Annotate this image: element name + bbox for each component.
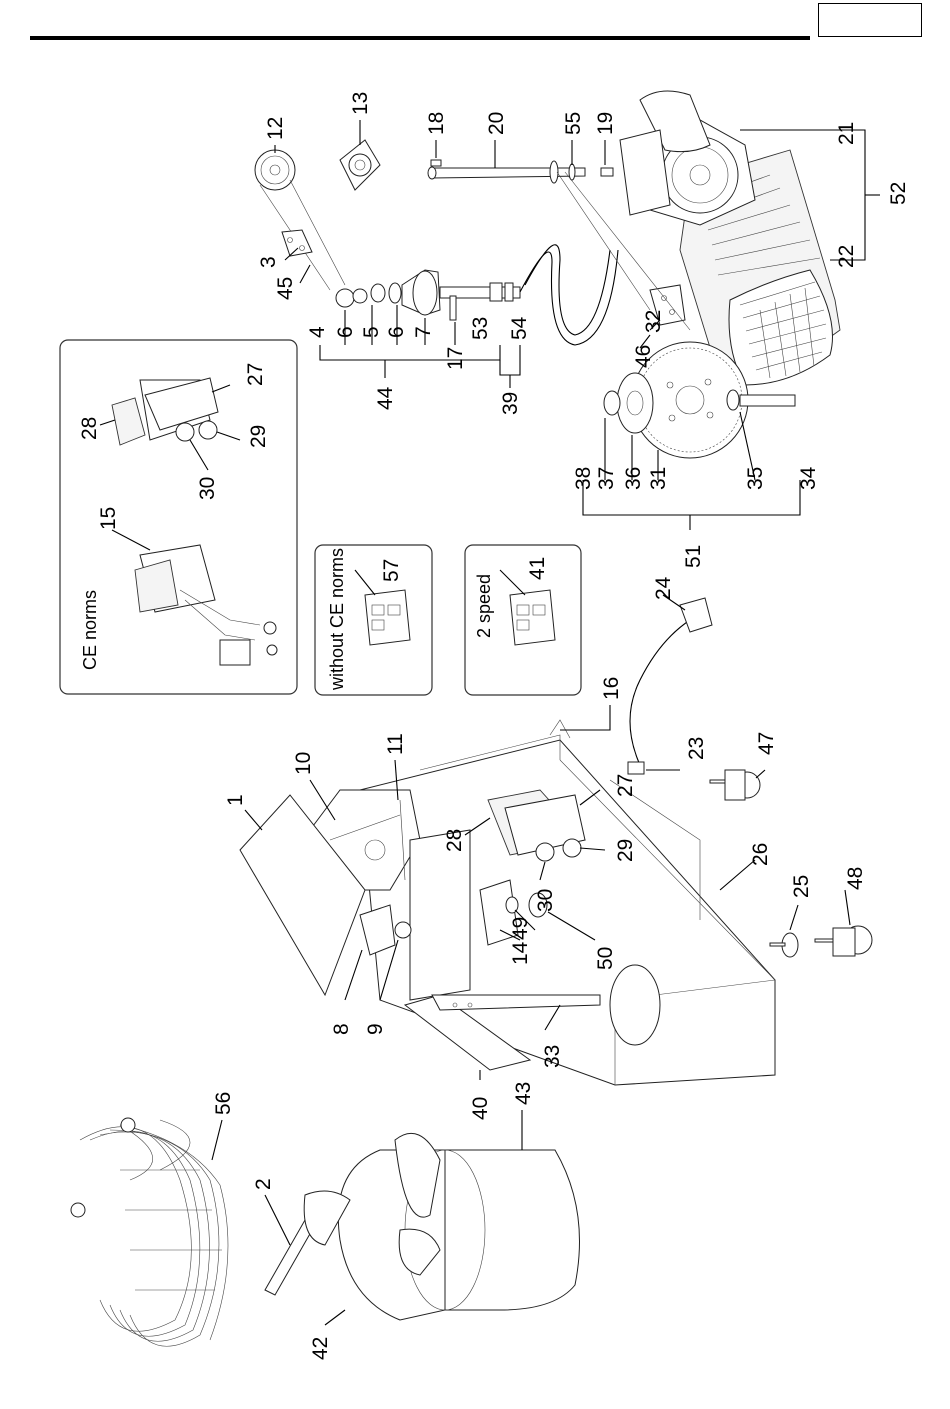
callout-29b: 29: [614, 839, 637, 862]
callout-19: 19: [594, 112, 617, 135]
callout-52: 52: [887, 182, 910, 205]
callout-6b: 6: [385, 326, 408, 338]
cable-54: [520, 245, 618, 345]
callout-41: 41: [526, 557, 549, 580]
callout-21: 21: [835, 122, 858, 145]
callout-51: 51: [682, 545, 705, 568]
callout-26: 26: [749, 843, 772, 866]
callout-39: 39: [499, 392, 522, 415]
callout-18: 18: [425, 112, 448, 135]
foot-25: [770, 933, 798, 957]
callout-32: 32: [642, 310, 665, 333]
callout-44: 44: [374, 386, 397, 410]
inset-2-speed-label: 2 speed: [474, 574, 494, 638]
chain-link-3: [282, 230, 312, 256]
callout-9: 9: [364, 1023, 387, 1035]
callout-48: 48: [844, 867, 867, 890]
callout-37: 37: [595, 467, 618, 490]
callout-53: 53: [469, 317, 492, 340]
shaft-20: [428, 160, 613, 183]
callout-13: 13: [349, 92, 372, 115]
ce-inset-switch: [112, 378, 218, 445]
callout-12: 12: [264, 117, 287, 140]
switch-57: [365, 590, 410, 645]
callout-10: 10: [292, 752, 315, 775]
callout-14: 14: [509, 941, 532, 965]
callout-15: 15: [97, 507, 120, 530]
callout-38: 38: [572, 467, 595, 490]
callout-47: 47: [755, 732, 778, 755]
ce-inset-transformer: [135, 545, 277, 665]
callout-2: 2: [252, 1178, 275, 1190]
callout-30a: 30: [196, 477, 219, 500]
caster-47: [710, 770, 760, 800]
callout-16: 16: [600, 677, 623, 700]
callout-36: 36: [622, 467, 645, 490]
inset-ce-norms-label: CE norms: [80, 590, 100, 670]
callout-6a: 6: [334, 326, 357, 338]
callout-35: 35: [744, 467, 767, 490]
callout-45: 45: [274, 277, 297, 300]
callout-54: 54: [508, 316, 531, 340]
callout-30b: 30: [534, 889, 557, 912]
callout-46: 46: [632, 345, 655, 368]
callout-43: 43: [512, 1082, 535, 1105]
inset-without-ce-label: without CE norms: [327, 548, 347, 691]
callout-25: 25: [790, 875, 813, 898]
callout-49: 49: [509, 917, 532, 940]
callout-11: 11: [384, 733, 407, 755]
callout-34: 34: [797, 466, 820, 490]
callout-56: 56: [212, 1092, 235, 1115]
flange-13: [340, 140, 380, 190]
callout-17: 17: [444, 347, 467, 370]
callout-20: 20: [485, 112, 508, 135]
callout-7: 7: [412, 326, 435, 338]
callout-28b: 28: [443, 829, 466, 852]
sprocket-12: [255, 150, 345, 290]
callout-8: 8: [330, 1023, 353, 1035]
callout-4: 4: [306, 326, 329, 338]
callout-42: 42: [309, 1337, 332, 1360]
motor: [620, 91, 840, 385]
callout-40: 40: [469, 1097, 492, 1120]
switch-41: [510, 590, 555, 645]
callout-50: 50: [594, 947, 617, 970]
hopper-42-43: [338, 1133, 579, 1320]
callout-55: 55: [562, 112, 585, 135]
callout-29a: 29: [247, 425, 270, 448]
callout-22: 22: [835, 245, 858, 268]
callout-1: 1: [224, 794, 247, 806]
callout-57: 57: [380, 559, 403, 582]
callout-23: 23: [685, 737, 708, 760]
guard-56: [71, 1118, 228, 1346]
callout-33: 33: [541, 1045, 564, 1068]
callout-27b: 27: [614, 774, 637, 797]
callout-3: 3: [257, 256, 280, 268]
callout-28a: 28: [78, 417, 101, 440]
paddle-2: [265, 1191, 350, 1295]
callout-24: 24: [652, 576, 675, 600]
callout-5: 5: [360, 326, 383, 338]
shaft-assembly-44: [336, 270, 520, 320]
callout-31: 31: [647, 467, 670, 490]
caster-48: [815, 926, 872, 956]
callout-27a: 27: [244, 363, 267, 386]
